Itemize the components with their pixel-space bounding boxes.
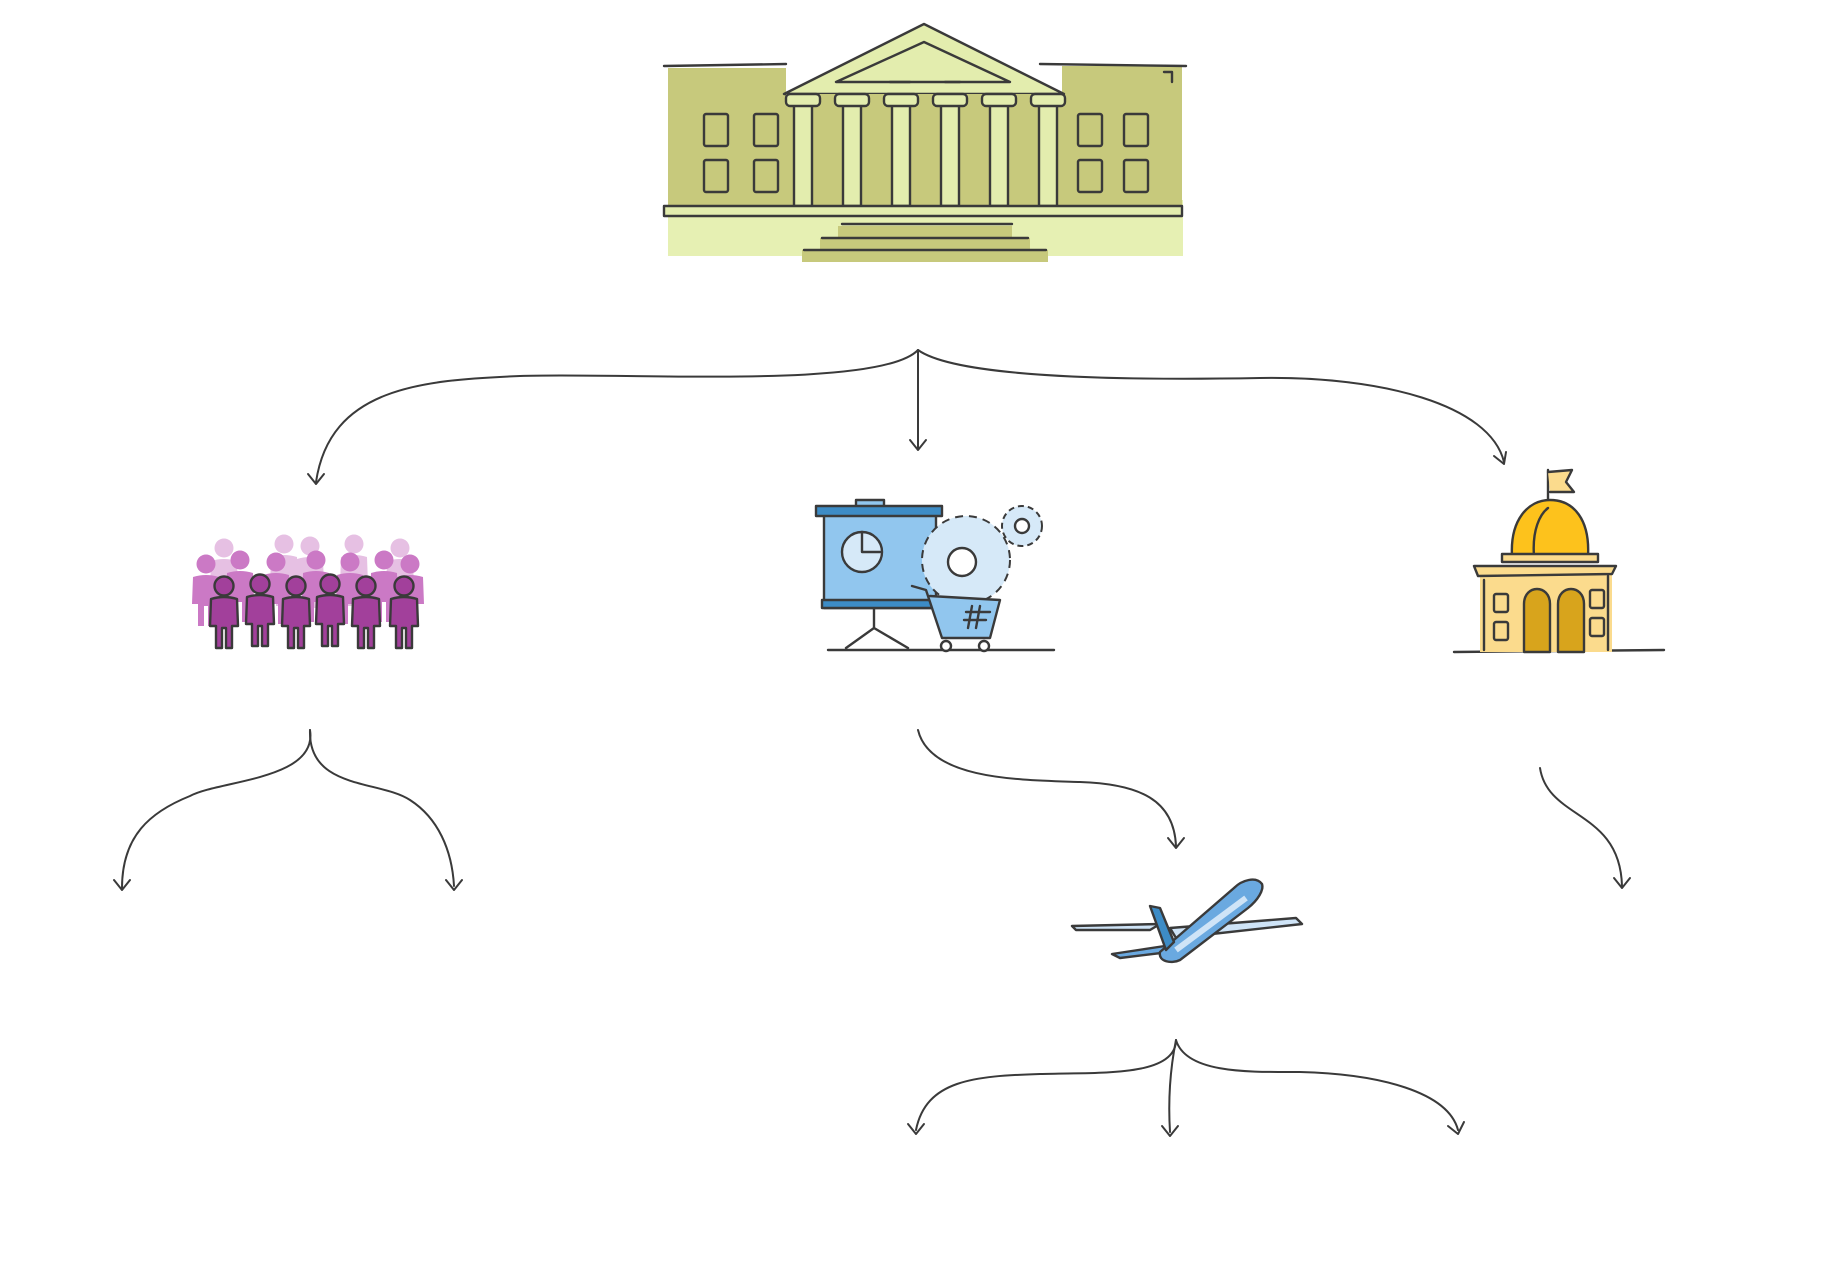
arrowhead	[113, 879, 463, 891]
connector-business-travel	[917, 729, 1177, 847]
airplane-icon	[1070, 878, 1304, 964]
connector-capitol-branch	[1539, 767, 1623, 887]
arrowhead	[907, 1121, 1465, 1137]
connector-people-branches	[121, 729, 455, 889]
capitol-building-icon	[1452, 468, 1666, 654]
arrowhead	[307, 439, 1507, 485]
arrowhead	[1167, 837, 1185, 849]
government-building-icon	[662, 22, 1188, 262]
crowd-icon	[192, 534, 424, 650]
connector-root-branches	[315, 349, 1505, 483]
business-commerce-icon	[814, 498, 1056, 653]
arrowhead	[1613, 877, 1631, 889]
connector-travel-branches	[915, 1039, 1459, 1133]
